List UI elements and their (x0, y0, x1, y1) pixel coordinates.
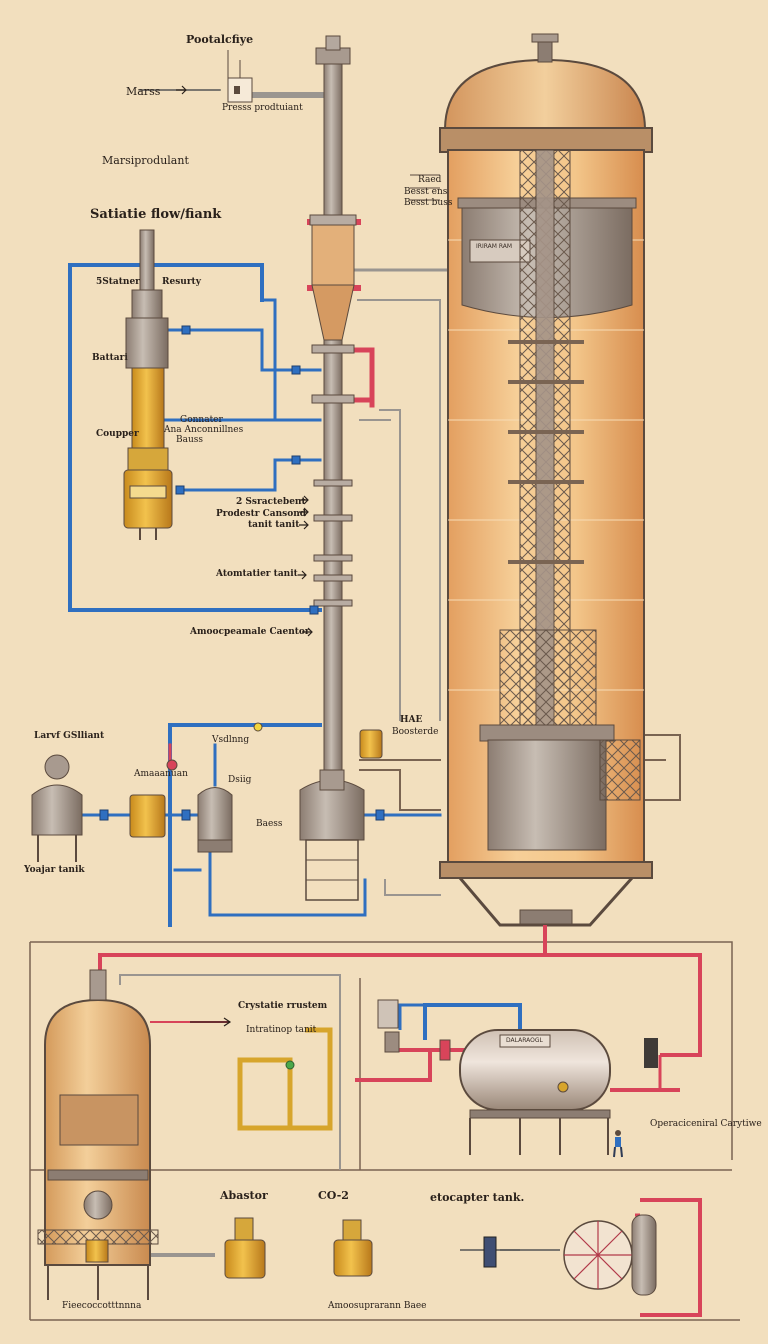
small-equipment (31, 325, 657, 1296)
label-marsi-product: Marsiprodulant (102, 154, 189, 167)
label-annonium-buffer: Amoosuprarann Baee (328, 1301, 427, 1311)
fractionation-column (299, 35, 383, 901)
top-instrument (227, 50, 253, 103)
flow-arrows (176, 85, 313, 1027)
label-s-cleaner: 2 Ssractebent (236, 497, 306, 507)
label-tower-tag-2: Besst ens (404, 187, 448, 197)
label-marks: Marss (126, 85, 161, 98)
label-bauss: Bauss (176, 435, 204, 445)
label-tower-tag-3: Besst buss (404, 198, 453, 208)
label-product-cleaner: Prodestr Cansond (216, 509, 307, 519)
label-intermediate-tank: Intratinop tanit (246, 1025, 317, 1035)
storage-tank-left (37, 969, 159, 1300)
label-battari: Battari (92, 353, 128, 363)
label-ha-boosters: Boosterde (392, 727, 439, 737)
horizontal-reactor (377, 999, 658, 1155)
label-atmospheric-separator: Amoocpeamale Caentor (190, 627, 310, 637)
label-stacker: 5Statner (96, 277, 140, 287)
label-co2: CO-2 (318, 1189, 349, 1202)
left-condenser (123, 229, 173, 540)
label-press-product: Presss prodtuiant (222, 103, 303, 113)
label-etocapter-tank: etocapter tank. (430, 1191, 525, 1204)
label-abastor: Abastor (220, 1189, 268, 1202)
label-h-ae: HAE (400, 715, 423, 725)
label-operational-capture: Operaciceniral Carytiwe (650, 1119, 762, 1129)
label-tank-tank: tanit tanit (248, 520, 300, 530)
label-coupper: Coupper (96, 429, 139, 439)
label-ba-press: Baess (256, 819, 283, 829)
label-ana-antenna: Ana Anconnillnes (164, 425, 244, 435)
label-resurty: Resurty (162, 277, 201, 287)
label-satiatic-flow: Satiatie flow/fiank (90, 207, 222, 222)
horizontal-tank-tag: DALARAOGL (506, 1037, 543, 1044)
label-crystal-system: Crystatie rrustem (238, 1001, 328, 1011)
label-vessel-sun: Vsdlnng (212, 735, 250, 745)
main-reactor-tower (410, 33, 653, 927)
label-yoajar-tank: Yoajar tanik (24, 865, 85, 875)
label-atomatizer-tank: Atomtatier tanit (216, 569, 298, 579)
label-top-title: Pootalcfiye (186, 33, 254, 46)
label-tower-tag-1: Raed (418, 175, 442, 185)
label-feedstock-station: Fieecoccotttnnna (62, 1301, 142, 1311)
label-gonnator: Gonnater (180, 415, 223, 425)
label-ammonium: Amaaanuan (134, 769, 188, 779)
label-larvo-gullant: Larvf GSlliant (34, 731, 105, 741)
column-tag: IRIRAM RAM (476, 243, 513, 250)
label-dsig: Dsiig (228, 775, 252, 785)
